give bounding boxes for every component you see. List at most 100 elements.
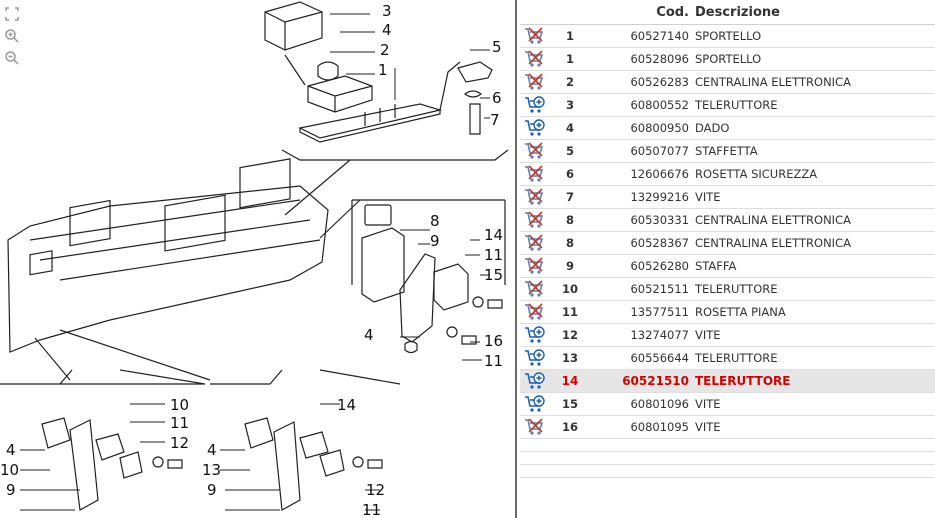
row-part-code: 60528367 bbox=[590, 231, 695, 255]
cart-unavailable-button[interactable] bbox=[520, 185, 550, 209]
svg-text:2: 2 bbox=[380, 41, 390, 59]
row-part-code: 13299216 bbox=[590, 185, 695, 209]
row-description: CENTRALINA ELETTRONICA bbox=[695, 70, 935, 94]
cart-add-icon bbox=[525, 349, 545, 366]
door-icon bbox=[364, 204, 392, 226]
relay-14-part[interactable] bbox=[433, 263, 469, 311]
relay-right-part[interactable] bbox=[299, 431, 345, 477]
zoom-in-icon[interactable] bbox=[4, 28, 20, 44]
svg-text:11: 11 bbox=[170, 414, 189, 432]
fit-to-screen-icon[interactable] bbox=[4, 6, 20, 22]
svg-text:10: 10 bbox=[170, 396, 189, 414]
table-header-row: Cod. Descrizione bbox=[520, 0, 935, 25]
header-cod[interactable]: Cod. bbox=[590, 0, 695, 25]
empty-cell bbox=[695, 464, 935, 478]
cart-unavailable-button[interactable] bbox=[520, 300, 550, 324]
bracket-right-part[interactable] bbox=[273, 421, 301, 511]
bracket-left-part[interactable] bbox=[69, 419, 99, 511]
row-description: SPORTELLO bbox=[695, 47, 935, 71]
control-unit-right-part[interactable] bbox=[244, 417, 274, 449]
cart-unavailable-button[interactable] bbox=[520, 162, 550, 186]
row-description: TELERUTTORE bbox=[695, 93, 935, 117]
add-to-cart-button[interactable] bbox=[520, 116, 550, 140]
cart-add-icon bbox=[525, 395, 545, 412]
nut-4-part[interactable] bbox=[317, 61, 339, 81]
zoom-out-icon[interactable] bbox=[4, 50, 20, 66]
bracket-5-part[interactable] bbox=[457, 61, 493, 83]
cart-disabled-icon bbox=[525, 234, 544, 251]
row-description: CENTRALINA ELETTRONICA bbox=[695, 208, 935, 232]
row-description: TELERUTTORE bbox=[695, 346, 935, 370]
cart-disabled-icon bbox=[525, 165, 544, 182]
cart-unavailable-button[interactable] bbox=[520, 47, 550, 71]
washer-6-part[interactable] bbox=[463, 90, 483, 98]
add-to-cart-button[interactable] bbox=[520, 392, 550, 416]
cart-unavailable-button[interactable] bbox=[520, 231, 550, 255]
add-to-cart-button[interactable] bbox=[520, 323, 550, 347]
row-part-code: 60800552 bbox=[590, 93, 695, 117]
dashboard-part[interactable] bbox=[7, 185, 329, 353]
nut-4b-part[interactable] bbox=[404, 340, 418, 354]
empty-cell bbox=[590, 464, 695, 478]
cart-unavailable-button[interactable] bbox=[520, 24, 550, 48]
cart-disabled-icon bbox=[525, 188, 544, 205]
row-part-code: 13274077 bbox=[590, 323, 695, 347]
pane-divider[interactable] bbox=[515, 0, 517, 518]
relay-3-part[interactable] bbox=[264, 1, 323, 51]
add-to-cart-button[interactable] bbox=[520, 346, 550, 370]
row-description: TELERUTTORE bbox=[695, 277, 935, 301]
bracket-9-part[interactable] bbox=[399, 253, 436, 343]
svg-text:16: 16 bbox=[484, 332, 503, 350]
empty-cell bbox=[695, 438, 935, 452]
row-part-code: 60521510 bbox=[590, 369, 695, 393]
row-part-code: 60521511 bbox=[590, 277, 695, 301]
control-unit-2-part[interactable] bbox=[307, 75, 373, 113]
screw-15-part[interactable] bbox=[487, 299, 503, 309]
row-position: 15 bbox=[550, 392, 590, 416]
row-description: ROSETTA PIANA bbox=[695, 300, 935, 324]
cart-unavailable-button[interactable] bbox=[520, 254, 550, 278]
svg-text:11: 11 bbox=[362, 501, 381, 518]
add-to-cart-button[interactable] bbox=[520, 93, 550, 117]
cart-unavailable-button[interactable] bbox=[520, 208, 550, 232]
control-unit-left-part[interactable] bbox=[41, 417, 71, 449]
row-position: 5 bbox=[550, 139, 590, 163]
row-position: 9 bbox=[550, 254, 590, 278]
relay-left-part[interactable] bbox=[95, 433, 143, 479]
row-part-code: 60800950 bbox=[590, 116, 695, 140]
row-position: 1 bbox=[550, 47, 590, 71]
screw-16-part[interactable] bbox=[461, 335, 477, 345]
header-descrizione[interactable]: Descrizione bbox=[695, 0, 935, 25]
screw-7-part[interactable] bbox=[469, 103, 481, 135]
cart-unavailable-button[interactable] bbox=[520, 277, 550, 301]
washer-11-part[interactable] bbox=[472, 296, 484, 308]
exploded-diagram[interactable]: 3 4 2 1 5 6 7 8 9 14 11 15 4 16 11 10 11… bbox=[0, 0, 515, 518]
add-to-cart-button[interactable] bbox=[520, 369, 550, 393]
cart-unavailable-button[interactable] bbox=[520, 139, 550, 163]
bracket-plate-1-part[interactable] bbox=[298, 103, 443, 143]
cart-unavailable-button[interactable] bbox=[520, 70, 550, 94]
svg-text:8: 8 bbox=[430, 212, 440, 230]
row-position: 13 bbox=[550, 346, 590, 370]
control-unit-8-part[interactable] bbox=[361, 227, 405, 303]
cart-unavailable-button[interactable] bbox=[520, 415, 550, 439]
row-part-code: 13577511 bbox=[590, 300, 695, 324]
